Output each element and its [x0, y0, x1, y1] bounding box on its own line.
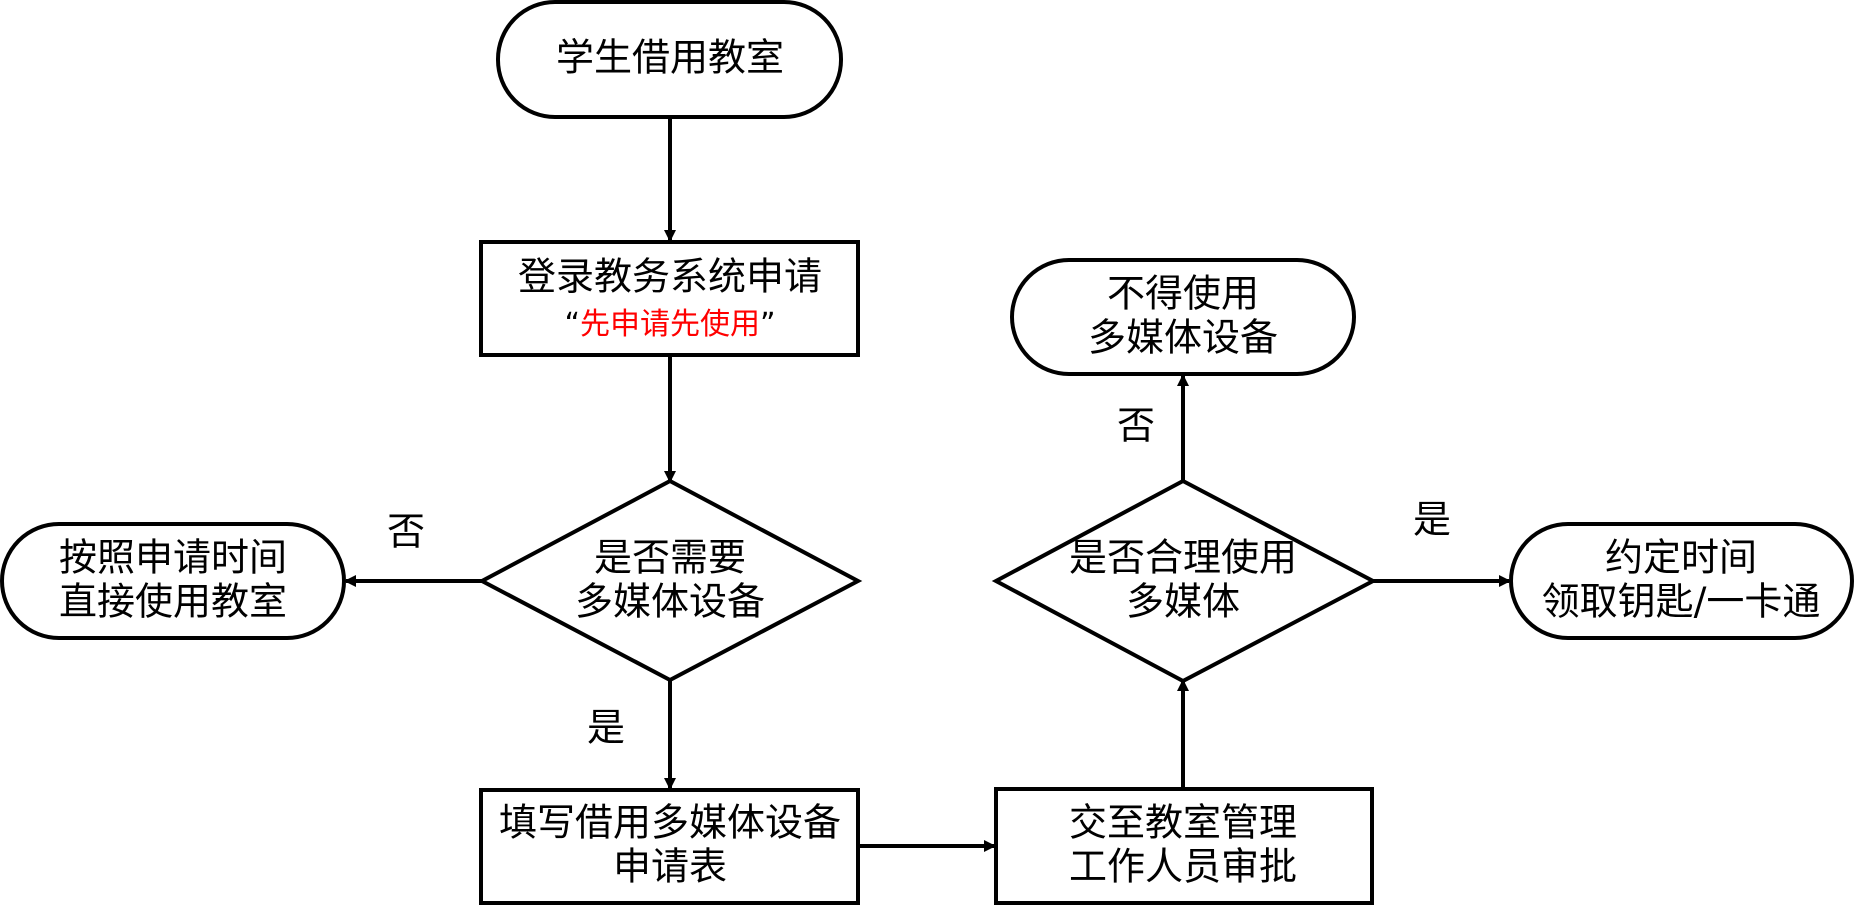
- approval-process-box: [994, 787, 1374, 905]
- no-multimedia-node: [1010, 258, 1356, 376]
- no-multimedia-label-line1: 不得使用: [1107, 272, 1259, 316]
- appointment-label-line1: 约定时间: [1605, 536, 1757, 580]
- reasonable-use-decision: [991, 478, 1378, 684]
- need-multimedia-label-line2: 多媒体设备: [575, 580, 765, 624]
- appointment-node: [1509, 522, 1854, 640]
- need-multimedia-label-line1: 是否需要: [594, 536, 746, 580]
- edge-label-reasonable-yes: 是: [1413, 498, 1451, 542]
- need-multimedia-decision: [477, 478, 863, 683]
- edge-label-need-no: 否: [387, 510, 425, 554]
- reasonable-use-label-line2: 多媒体: [1126, 580, 1240, 624]
- login-process-box: [479, 240, 860, 357]
- reasonable-use-label-line1: 是否合理使用: [1069, 536, 1297, 580]
- start-node-label: 学生借用教室: [556, 36, 784, 80]
- edge-label-need-yes: 是: [587, 706, 625, 750]
- direct-use-node: [0, 522, 346, 640]
- fill-form-process-box: [479, 788, 860, 905]
- direct-use-label-line2: 直接使用教室: [59, 580, 287, 624]
- start-node: [496, 0, 843, 119]
- login-process-label: 登录教务系统申请: [518, 255, 822, 299]
- approval-label-line1: 交至教室管理: [1069, 801, 1297, 845]
- no-multimedia-label-line2: 多媒体设备: [1088, 316, 1278, 360]
- edge-label-reasonable-no: 否: [1117, 404, 1155, 448]
- login-process-sub-label: “先申请先使用”: [564, 307, 775, 342]
- direct-use-label-line1: 按照申请时间: [59, 536, 287, 580]
- quote-open: “: [564, 307, 580, 342]
- highlight-text: 先申请先使用: [580, 307, 760, 342]
- appointment-label-line2: 领取钥匙/一卡通: [1542, 580, 1821, 624]
- fill-form-label-line1: 填写借用多媒体设备: [499, 801, 841, 845]
- fill-form-label-line2: 申请表: [613, 845, 727, 889]
- approval-label-line2: 工作人员审批: [1069, 845, 1297, 889]
- quote-close: ”: [760, 307, 776, 342]
